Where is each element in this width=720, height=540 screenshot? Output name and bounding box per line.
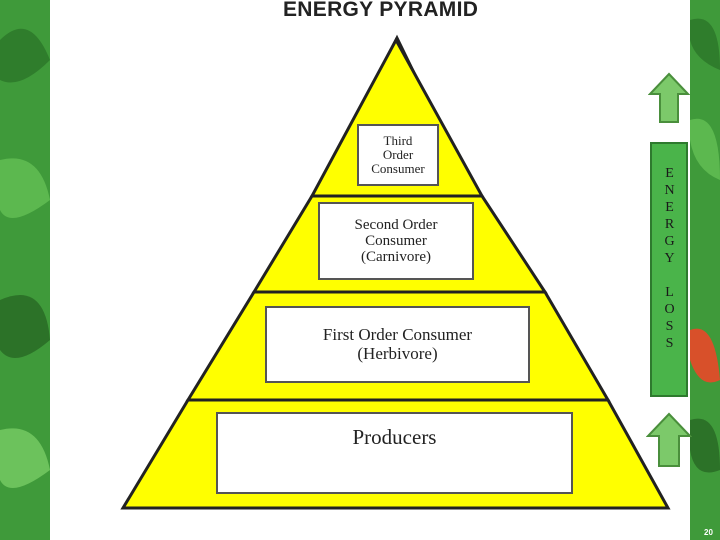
up-arrow-icon (646, 412, 692, 467)
tier-label: Third Order Consumer (371, 132, 425, 177)
tier-first-order-consumer: First Order Consumer (Herbivore) (265, 306, 530, 383)
tier-producers: Producers (216, 412, 573, 494)
up-arrow-icon (648, 72, 690, 123)
tier-label: Second Order Consumer (Carnivore) (354, 216, 438, 266)
page-title: ENERGY PYRAMID (283, 0, 479, 21)
page-number: 20 (704, 528, 713, 537)
tier-label: First Order Consumer (Herbivore) (322, 325, 473, 363)
energy-loss-label: ENERGY LOSS (662, 166, 677, 353)
energy-loss-box: ENERGY LOSS (650, 142, 688, 397)
tier-second-order-consumer: Second Order Consumer (Carnivore) (318, 202, 474, 280)
tier-third-order-consumer: Third Order Consumer (357, 124, 439, 186)
tier-label: Producers (352, 425, 437, 449)
